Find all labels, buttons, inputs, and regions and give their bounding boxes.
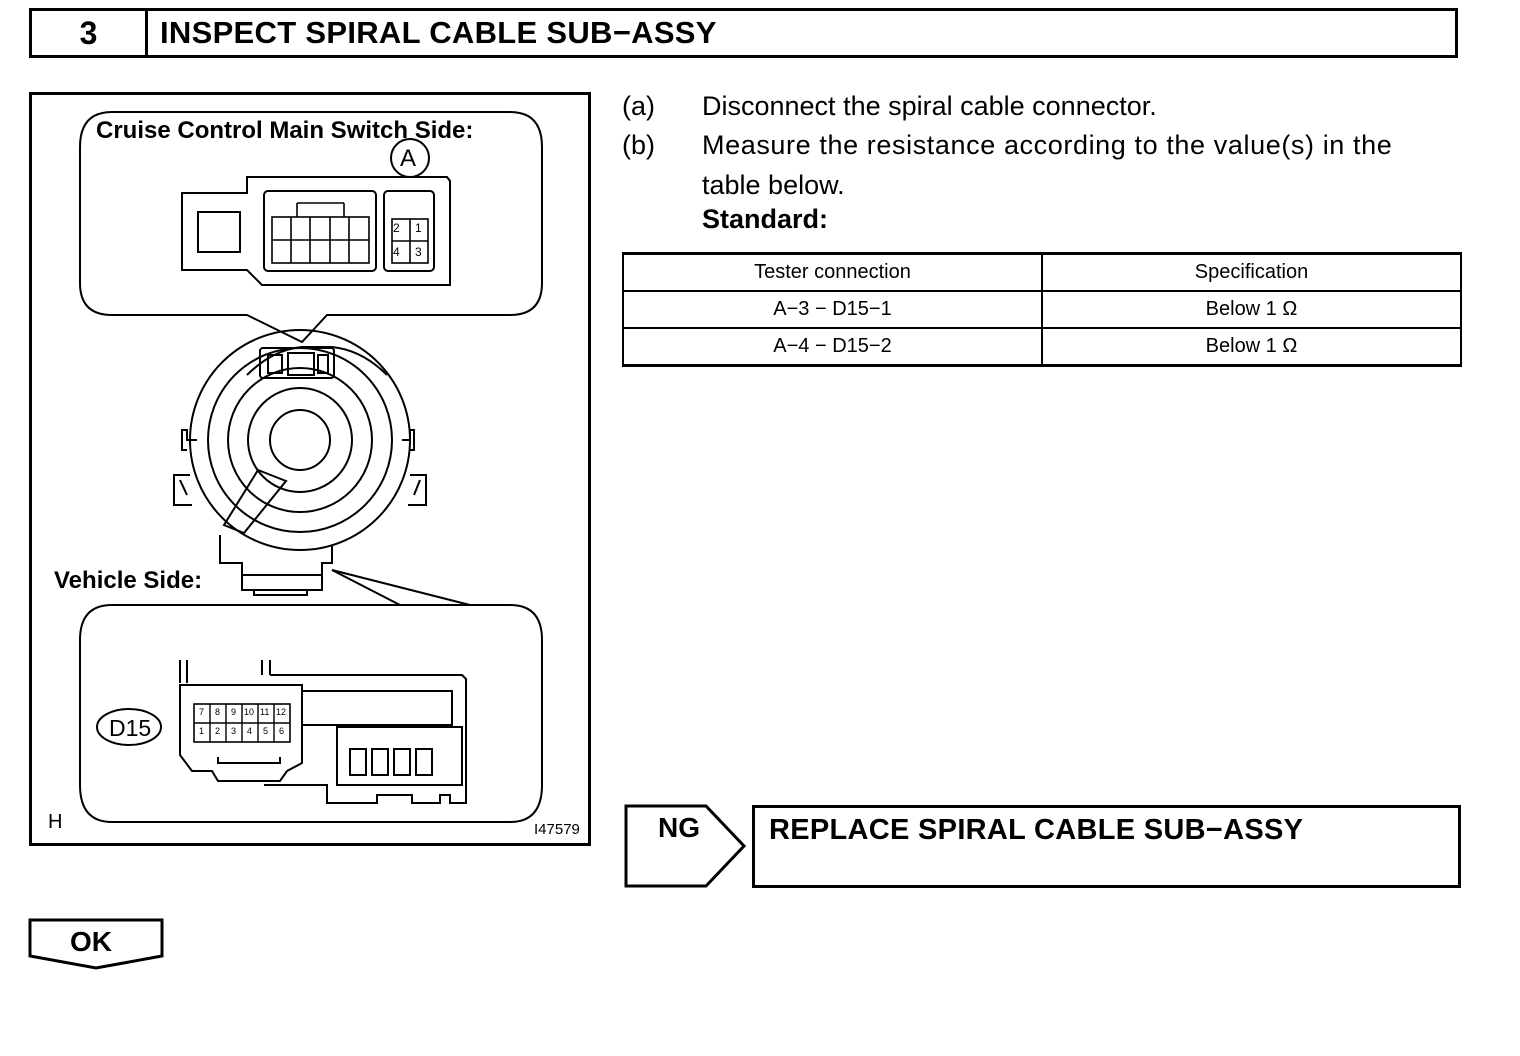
ng-arrow-shape (624, 804, 747, 888)
step-number: 3 (32, 11, 148, 55)
connector-d15-housing (179, 660, 467, 804)
d15-pin: 9 (231, 707, 237, 717)
table-cell: Below 1 Ω (1041, 327, 1462, 367)
table-header-tester: Tester connection (622, 252, 1043, 292)
d15-pin: 12 (276, 707, 287, 717)
ok-label: OK (70, 926, 112, 957)
spiral-cable-illustration (79, 111, 543, 823)
d15-pin: 3 (231, 726, 237, 736)
table-cell: A−3 − D15−1 (622, 290, 1043, 329)
connector-a-housing (181, 176, 451, 286)
spiral-cable-body (173, 329, 427, 596)
cruise-control-label: Cruise Control Main Switch Side: (96, 117, 474, 144)
figure-id: I47579 (534, 821, 580, 838)
connector-d15-oval-label (96, 708, 162, 746)
connector-d15-label: D15 (109, 715, 152, 741)
ng-action-box: REPLACE SPIRAL CABLE SUB−ASSY (752, 805, 1461, 888)
instruction-b-text-2: table below. (702, 170, 845, 200)
table-header-row: Tester connection Specification (622, 252, 1462, 292)
standard-label: Standard: (702, 204, 829, 234)
d15-pin: 7 (199, 707, 205, 717)
table-cell: A−4 − D15−2 (622, 327, 1043, 367)
connector-small-square (197, 211, 241, 253)
table-row: A−4 − D15−2 Below 1 Ω (622, 327, 1462, 367)
instruction-a-text: Disconnect the spiral cable connector. (702, 91, 1157, 121)
instruction-a-label: (a) (622, 91, 655, 121)
d15-pin: 6 (279, 726, 285, 736)
connector-figure: Cruise Control Main Switch Side: A 2 1 4… (29, 92, 591, 846)
spec-table: Tester connection Specification A−3 − D1… (622, 252, 1462, 367)
connector-a-pin: 3 (415, 245, 422, 259)
ng-label: NG (658, 812, 700, 843)
connector-a-pin: 1 (415, 221, 422, 235)
step-header: 3 INSPECT SPIRAL CABLE SUB−ASSY (29, 8, 1458, 58)
d15-pin: 1 (199, 726, 205, 736)
d15-pin: 2 (215, 726, 221, 736)
step-title: INSPECT SPIRAL CABLE SUB−ASSY (160, 15, 717, 50)
table-header-spec: Specification (1041, 252, 1462, 292)
instruction-b-text: Measure the resistance according to the … (702, 130, 1393, 160)
vehicle-side-label: Vehicle Side: (54, 567, 203, 594)
d15-pin: 5 (263, 726, 269, 736)
ok-arrow-shape (28, 918, 164, 970)
ng-action-text: REPLACE SPIRAL CABLE SUB−ASSY (769, 814, 1304, 846)
instruction-b-label: (b) (622, 130, 655, 160)
d15-pin: 11 (260, 707, 270, 717)
connector-a-body (383, 190, 435, 272)
d15-pin: 4 (247, 726, 253, 736)
table-cell: Below 1 Ω (1041, 290, 1462, 329)
connector-multi-pin-grid (271, 202, 370, 264)
table-row: A−3 − D15−1 Below 1 Ω (622, 290, 1462, 329)
connector-a-pin: 4 (393, 245, 400, 259)
connector-a-pin: 2 (393, 221, 400, 235)
corner-code: H (48, 811, 63, 833)
connector-a-circle-label (390, 138, 430, 178)
top-callout-bubble (79, 111, 543, 344)
d15-pin: 10 (244, 707, 255, 717)
connector-multi-pin (263, 190, 377, 272)
d15-pin: 8 (215, 707, 221, 717)
connector-a-label: A (400, 145, 417, 172)
bottom-callout-bubble (79, 569, 543, 823)
